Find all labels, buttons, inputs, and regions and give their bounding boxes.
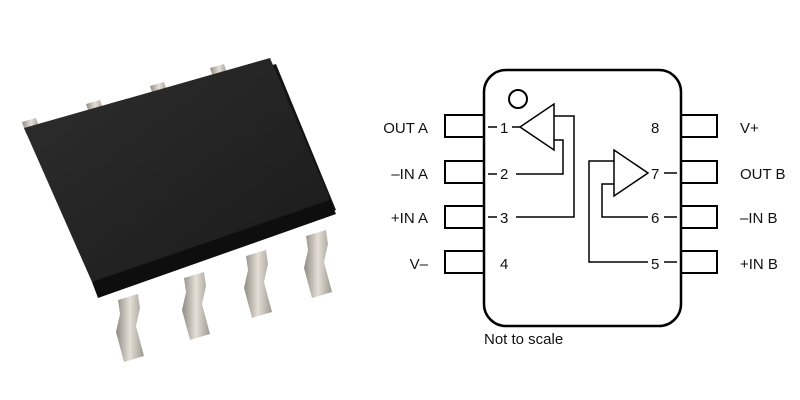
pin-number-8: 8 xyxy=(651,120,659,137)
pin-number-2: 2 xyxy=(500,166,508,183)
pin-number-6: 6 xyxy=(651,210,659,227)
pin-number-1: 1 xyxy=(500,120,508,137)
opamp-b-symbol xyxy=(588,148,677,263)
pin-pad-6 xyxy=(680,205,718,229)
not-to-scale-caption: Not to scale xyxy=(484,331,563,348)
pin-label-8: V+ xyxy=(740,120,759,137)
pin-label-6: –IN B xyxy=(740,210,778,227)
pin-number-5: 5 xyxy=(651,256,659,273)
pin-label-7: OUT B xyxy=(740,166,786,183)
pin-labels: OUT A –IN A +IN A V– V+ OUT B –IN B +IN … xyxy=(383,120,785,273)
package-front-leads xyxy=(116,230,332,362)
pinout-diagram xyxy=(444,68,718,328)
package-body xyxy=(24,58,330,282)
soic8-package-photo xyxy=(22,58,336,362)
pin-pad-1 xyxy=(444,114,485,138)
opamp-a-symbol xyxy=(488,102,575,218)
pin-label-3: +IN A xyxy=(391,210,428,227)
pin-pad-8 xyxy=(680,114,718,138)
pin-pad-5 xyxy=(680,250,718,274)
pin-label-4: V– xyxy=(410,256,429,273)
pin-label-1: OUT A xyxy=(383,120,428,137)
pin-numbers: 1 2 3 4 8 7 6 5 xyxy=(500,120,659,273)
pin-label-5: +IN B xyxy=(740,256,778,273)
pin-number-4: 4 xyxy=(500,256,508,273)
pin-number-3: 3 xyxy=(500,210,508,227)
chip-outline xyxy=(482,68,683,328)
pin1-marker xyxy=(508,89,528,109)
pin-pad-4 xyxy=(444,250,485,274)
pin-number-7: 7 xyxy=(651,166,659,183)
pin-pad-2 xyxy=(444,160,485,184)
pin-label-2: –IN A xyxy=(391,166,428,183)
pin-pad-7 xyxy=(680,160,718,184)
pin-pad-3 xyxy=(444,205,485,229)
